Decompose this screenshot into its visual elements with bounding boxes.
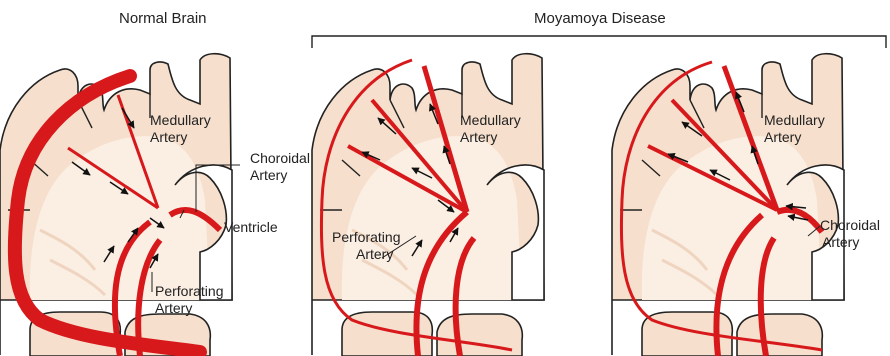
p2-medullary-line2: Artery: [460, 129, 497, 145]
p1-medullary-line1: Medullary: [150, 112, 211, 128]
p3-choroidal-line2: Artery: [822, 234, 859, 250]
moyamoya-title: Moyamoya Disease: [534, 11, 666, 27]
p3-medullary-line1: Medullary: [764, 112, 825, 128]
p2-perforating-line2: Artery: [356, 246, 393, 262]
p1-choroidal-line2: Artery: [250, 167, 287, 183]
p1-medullary-line2: Artery: [150, 129, 187, 145]
p1-perforating-line1: Perforating: [155, 283, 223, 299]
p2-perforating-line1: Perforating: [332, 229, 400, 245]
moyamoya-panel-1: [312, 54, 544, 356]
p3-choroidal-line1: Choroidal: [820, 217, 880, 233]
moyamoya-panel-2: [612, 54, 844, 356]
normal-brain-panel: [0, 54, 240, 356]
p1-perforating-line2: Artery: [155, 300, 192, 316]
moyamoya-bracket: [312, 36, 886, 48]
p1-ventricle-label: Ventricle: [224, 219, 278, 235]
p1-choroidal-line1: Choroidal: [250, 150, 310, 166]
p2-medullary-line1: Medullary: [460, 112, 521, 128]
normal-brain-title: Normal Brain: [119, 11, 207, 27]
p3-medullary-line2: Artery: [764, 129, 801, 145]
